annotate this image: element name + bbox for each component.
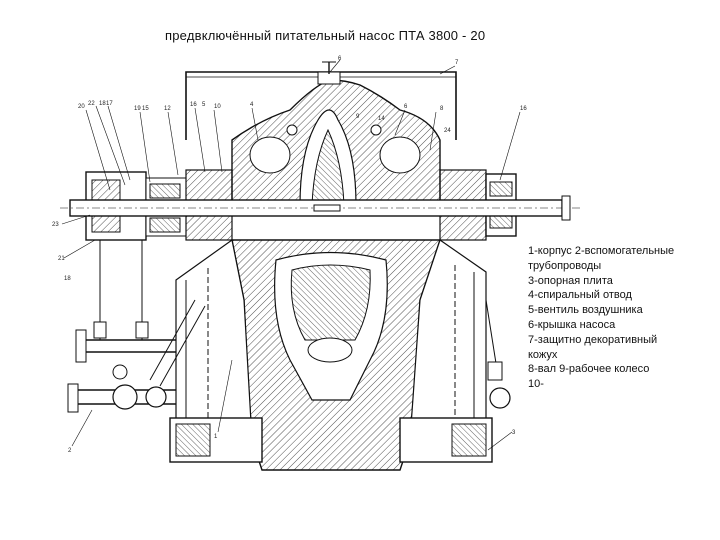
callout: 6 [338, 56, 342, 62]
callout: 9 [356, 114, 360, 120]
callout: 15 [142, 106, 149, 112]
callout: 8 [440, 106, 444, 112]
callout: 20 [78, 104, 85, 110]
diagram-title: предвключённый питательный насос ПТА 380… [165, 28, 486, 43]
callout: 12 [164, 106, 171, 112]
callout: 19 [134, 106, 141, 112]
callout: 17 [106, 101, 113, 107]
callout: 3 [512, 430, 516, 436]
callout: 1 [214, 434, 218, 440]
legend-line: 10- [528, 378, 544, 391]
legend-line: 3-опорная плита [528, 274, 613, 287]
legend-line: 5-вентиль воздушника [528, 304, 643, 317]
callout: 5 [202, 102, 206, 108]
pump-body [231, 239, 441, 471]
legend-line: 1-корпус 2-вспомогательные [528, 245, 675, 257]
callout-numbers: 6 7 20 22 18 17 19 15 12 16 5 10 4 6 9 1… [52, 56, 527, 454]
pump-shaft [60, 195, 580, 221]
callout: 6 [404, 104, 408, 110]
legend-line: 8-вал 9-рабочее колесо [528, 363, 650, 376]
callout: 18 [99, 101, 106, 107]
callout: 18 [64, 276, 71, 282]
callout: 22 [88, 101, 95, 107]
callout: 4 [250, 102, 254, 108]
callout: 16 [190, 102, 197, 108]
callout-leaders [61, 59, 521, 451]
volute-casing [231, 61, 441, 206]
legend-line: 4-спиральный отвод [528, 289, 632, 302]
legend-line: кожух [528, 348, 558, 361]
legend-line: трубопроводы [528, 259, 602, 272]
auxiliary-pipelines [67, 299, 511, 413]
left-support-frame [93, 238, 253, 441]
parts-legend: 1-корпус 2-вспомогательные трубопроводы … [528, 244, 718, 392]
callout: 24 [444, 128, 451, 134]
legend-line: 6-крышка насоса [528, 318, 616, 331]
callout: 2 [68, 448, 72, 454]
callout: 10 [214, 104, 221, 110]
callout: 7 [455, 60, 459, 66]
callout: 23 [52, 222, 59, 228]
callout: 21 [58, 256, 65, 262]
legend-line: 7-защитно декоративный [528, 333, 658, 346]
callout: 16 [520, 106, 527, 112]
callout: 14 [378, 116, 385, 122]
base-plate [169, 417, 493, 463]
